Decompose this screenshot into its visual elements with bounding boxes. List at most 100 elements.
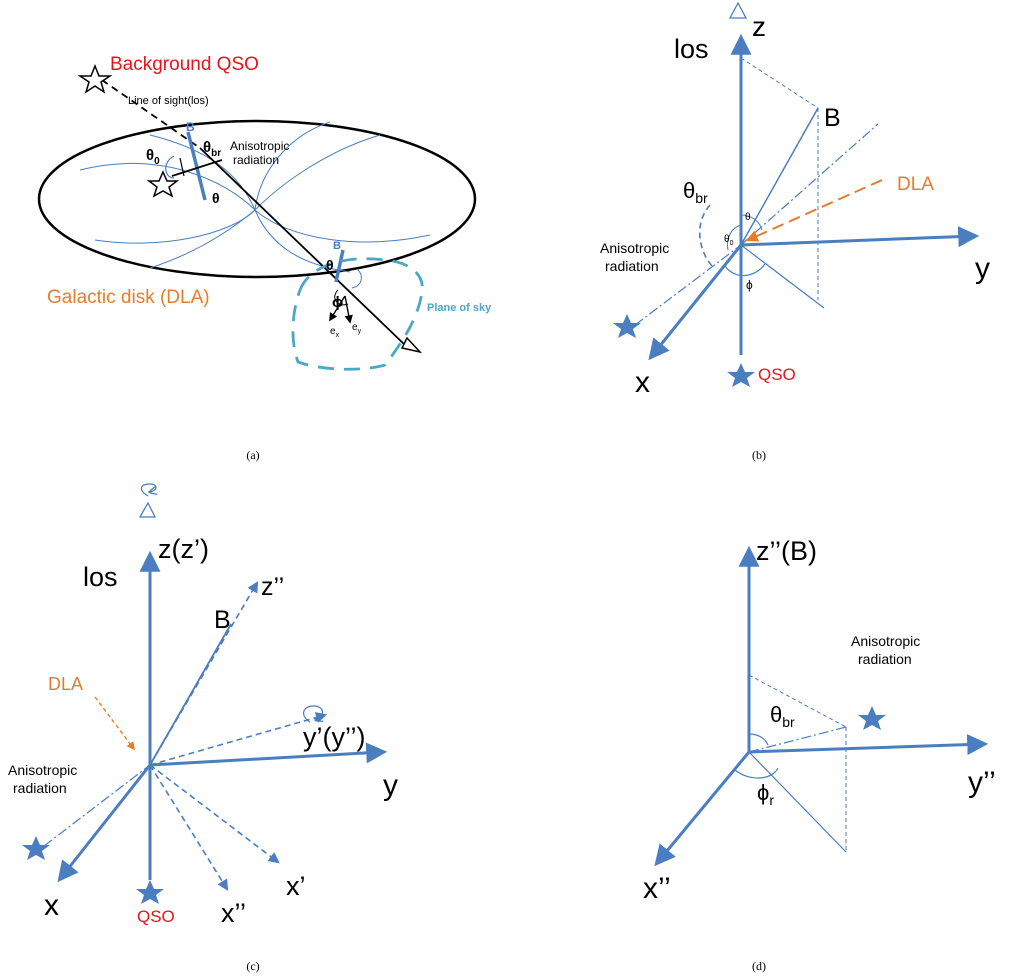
dla-label-c: DLA xyxy=(48,674,83,694)
x-label-b: x xyxy=(635,366,650,399)
b-proj-top-b xyxy=(740,57,819,109)
theta-arc-b xyxy=(740,214,763,231)
rotation-arrow-icon-c-top xyxy=(140,483,156,497)
y-axis-c xyxy=(149,742,388,767)
aniso-label-b-2: radiation xyxy=(605,258,659,274)
b-vector-c xyxy=(149,623,232,766)
theta-label-lower: θ xyxy=(326,257,334,273)
qso-label-b: QSO xyxy=(758,365,796,384)
theta0-arc-b xyxy=(727,224,742,251)
x-label-d: x’’ xyxy=(643,872,671,905)
theta0-label-b: θ0 xyxy=(724,234,734,247)
y-axis-b xyxy=(740,226,980,248)
x-axis-d xyxy=(654,751,751,867)
source-star-icon xyxy=(146,170,180,198)
b-label-c: B xyxy=(214,606,231,634)
b-label-upper: B xyxy=(186,120,195,134)
z2-axis-c xyxy=(149,581,259,766)
b-field-line-lower xyxy=(334,249,345,283)
los-dashed-line xyxy=(101,79,201,149)
b-proj-plane-b xyxy=(740,244,825,309)
source-star-icon-c xyxy=(22,836,50,860)
aniso-label-c-2: radiation xyxy=(13,780,67,796)
z-label-c: z(z’) xyxy=(158,534,209,564)
source-star-icon-b xyxy=(613,314,641,338)
aniso-label-c-1: Anisotropic xyxy=(8,762,77,778)
phi-label-b: ϕ xyxy=(746,278,753,292)
x2-label-c: x’’ xyxy=(221,898,246,928)
x-axis-c xyxy=(57,764,152,883)
z-label-b: z xyxy=(752,11,766,42)
yprime-label-c: y’(y’’) xyxy=(303,722,366,752)
caption-a: (a) xyxy=(246,448,259,462)
aniso-label-d-1: Anisotropic xyxy=(851,633,920,649)
thetabr-arc-b xyxy=(698,204,713,267)
aniso-label-d-2: radiation xyxy=(858,651,912,667)
caption-d: (d) xyxy=(752,959,766,973)
proj-top-d xyxy=(748,674,847,728)
b-field-line-upper xyxy=(186,131,207,201)
x1-label-c: x’ xyxy=(286,871,306,901)
thetabr-arc-d xyxy=(748,733,769,746)
panel-b: z los B DLA θbr θ θ0 Anisotropic radiati… xyxy=(600,1,990,462)
x1-axis-c xyxy=(149,764,280,864)
spiral-arms xyxy=(79,121,431,273)
rotation-arrow-icon-c-y xyxy=(303,705,323,723)
b-label-lower: B xyxy=(333,240,341,252)
source-star-icon-d xyxy=(858,706,886,730)
yprime-axis-c xyxy=(149,712,328,766)
panel-c: z(z’) los B z’’ DLA y’(y’’) y Anisotropi… xyxy=(8,483,398,973)
dla-arrow-b xyxy=(745,179,883,242)
phir-arc-d xyxy=(734,767,779,779)
background-qso-label: Background QSO xyxy=(110,54,259,75)
thetabr-label-d: θbr xyxy=(770,702,795,730)
background-qso-star-icon xyxy=(77,63,113,94)
radiation-line-b xyxy=(634,244,742,326)
panel-a: Background QSO Line of sight(los) B θ0 θ… xyxy=(37,54,492,462)
dla-label-b: DLA xyxy=(897,174,934,195)
ey-label: ey xyxy=(352,322,362,335)
x-axis-b xyxy=(648,244,743,361)
eye-icon-c xyxy=(138,501,157,518)
proj-plane-d xyxy=(748,751,847,853)
dash-dot-upper-b xyxy=(740,123,879,246)
theta0-label: θ0 xyxy=(146,147,160,167)
caption-b: (b) xyxy=(752,448,766,462)
b-label-b: B xyxy=(824,104,841,132)
qso-label-c: QSO xyxy=(137,907,175,926)
theta-arc-lower xyxy=(351,269,362,289)
phir-label-d: ϕr xyxy=(757,780,774,808)
ey-arrow xyxy=(344,295,353,324)
y-label-d: y’’ xyxy=(968,766,996,799)
eye-icon-b xyxy=(728,1,748,19)
ex-label: ex xyxy=(330,326,340,339)
star-vector xyxy=(171,159,223,177)
aniso-label-a-1: Anisotropic xyxy=(230,139,289,153)
z2-label-c: z’’ xyxy=(261,573,284,601)
ex-arrow xyxy=(329,295,346,322)
phi-label-a: ϕ xyxy=(332,294,343,311)
los-label-b: los xyxy=(674,34,709,64)
phi-arc xyxy=(334,289,349,306)
caption-c: (c) xyxy=(246,959,259,973)
y-axis-d xyxy=(748,734,989,756)
dla-arrow-c xyxy=(94,696,136,751)
z-label-d: z’’(B) xyxy=(756,536,817,566)
b-vector-b xyxy=(740,107,819,246)
radiation-line-c xyxy=(43,764,151,847)
y-label-b: y xyxy=(975,252,990,285)
aniso-label-b-1: Anisotropic xyxy=(600,240,669,256)
galactic-disk-label: Galactic disk (DLA) xyxy=(47,287,210,308)
plane-of-sky-shape xyxy=(291,257,424,371)
plane-of-sky-label: Plane of sky xyxy=(427,302,492,314)
los-label: Line of sight(los) xyxy=(128,95,209,107)
theta-label-upper: θ xyxy=(212,190,220,206)
qso-star-icon-c xyxy=(136,880,164,904)
theta0-hook xyxy=(179,157,185,177)
x-label-c: x xyxy=(44,889,59,922)
thetabr-label-b: θbr xyxy=(683,178,708,206)
phi-arc-b xyxy=(724,263,766,277)
galactic-disk-ellipse xyxy=(37,119,477,279)
qso-star-icon-b xyxy=(727,363,755,387)
